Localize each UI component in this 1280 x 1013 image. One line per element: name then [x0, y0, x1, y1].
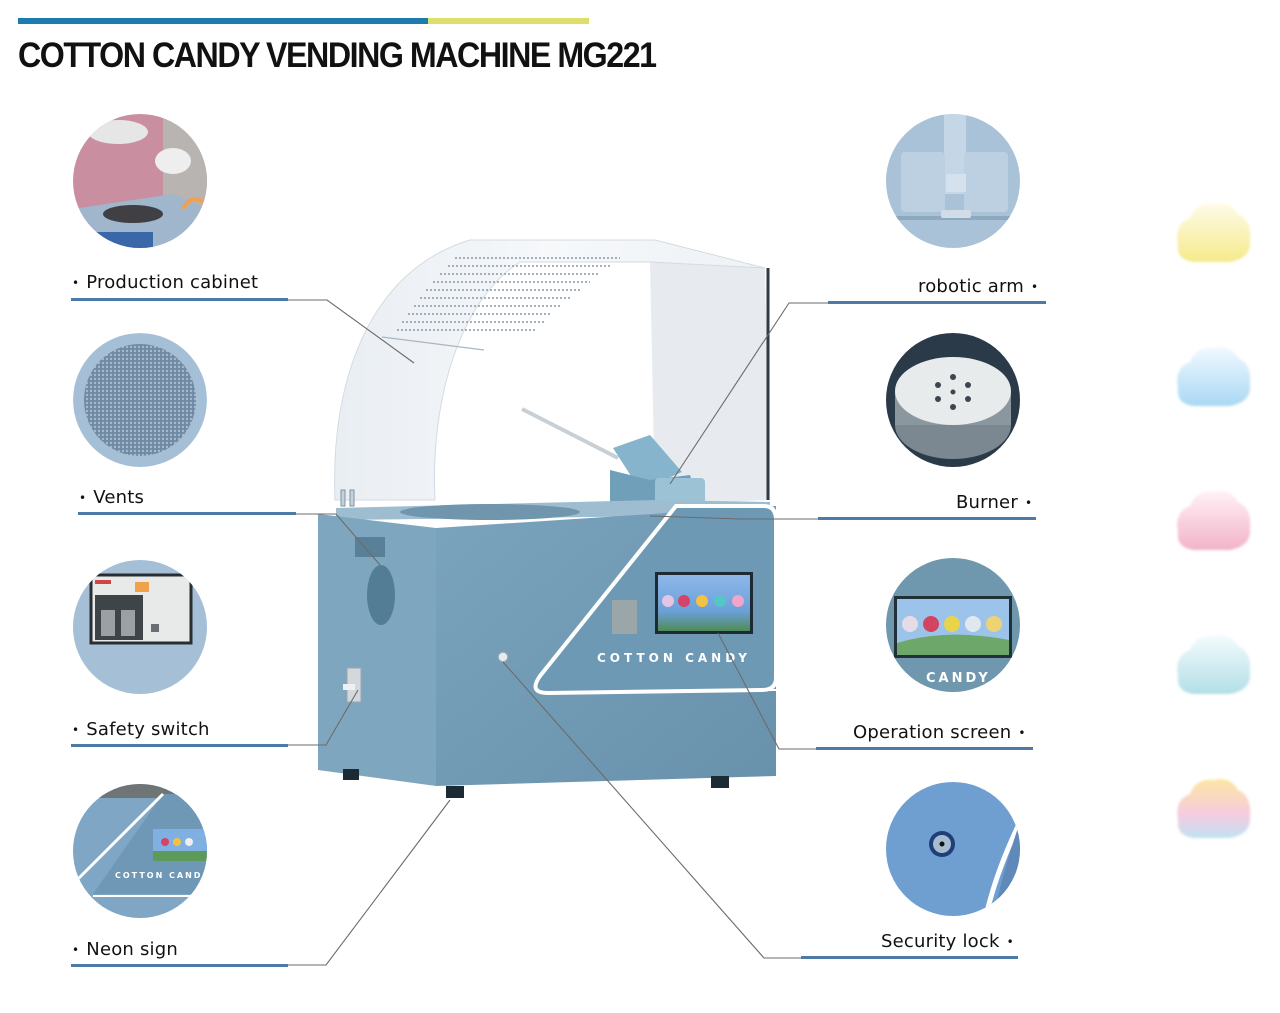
- label-neon-sign: •Neon sign: [72, 939, 178, 960]
- production-cabinet-thumbnail: [73, 114, 207, 248]
- candy-yellow: [1172, 196, 1254, 266]
- underline-security-lock: [801, 956, 1018, 959]
- panel-brand-text: COTTON CANDY: [597, 651, 751, 665]
- operation-inset-text: CANDY: [926, 671, 991, 686]
- thumb-robotic-arm: [886, 114, 1020, 248]
- candy-stick: [521, 407, 619, 460]
- bullet-dot: •: [72, 723, 80, 737]
- label-operation-screen: Operation screen•: [853, 722, 1026, 743]
- underline-safety-switch: [71, 744, 288, 747]
- circuit-breaker-thumbnail: [73, 560, 207, 694]
- underline-neon-sign: [71, 964, 288, 967]
- thumb-burner: [886, 333, 1020, 467]
- label-burner: Burner•: [956, 492, 1033, 513]
- neon-sign-thumbnail: COTTON CAND: [73, 784, 207, 918]
- page-title: COTTON CANDY VENDING MACHINE MG221: [18, 36, 657, 75]
- spinner-bowl-opening: [400, 504, 580, 520]
- curved-glass-dome: [334, 239, 766, 501]
- label-vents: •Vents: [79, 487, 145, 508]
- robotic-arm-thumbnail: [886, 114, 1020, 248]
- side-vent: [367, 565, 395, 625]
- bullet-dot: •: [1006, 935, 1014, 949]
- operation-screen-thumbnail: CANDY: [886, 558, 1020, 692]
- operation-screen: [655, 572, 753, 634]
- burner-thumbnail: [886, 333, 1020, 467]
- candy-pink: [1172, 484, 1254, 554]
- thumb-vents: [73, 333, 207, 467]
- card-reader: [612, 600, 637, 634]
- neon-inset-text: COTTON CAND: [115, 871, 202, 880]
- candy-blue: [1172, 340, 1254, 410]
- accent-bar-blue: [18, 18, 428, 24]
- bullet-dot: •: [72, 276, 80, 290]
- underline-robotic-arm: [828, 301, 1046, 304]
- dome-hinges: [340, 489, 355, 507]
- bullet-dot: •: [1018, 726, 1026, 740]
- accent-bar-yellow: [428, 18, 589, 24]
- vent-grille-thumbnail: [73, 333, 207, 467]
- underline-operation-screen: [816, 747, 1033, 750]
- candy-aqua: [1172, 628, 1254, 698]
- underline-burner: [818, 517, 1036, 520]
- thumb-neon-sign: COTTON CAND: [73, 784, 207, 918]
- side-slot: [355, 537, 385, 557]
- label-robotic-arm: robotic arm•: [918, 276, 1039, 297]
- bullet-dot: •: [1024, 496, 1033, 510]
- underline-production-cabinet: [71, 298, 288, 301]
- security-lock: [497, 651, 509, 663]
- thumb-safety-switch: [73, 560, 207, 694]
- security-lock-thumbnail: [886, 782, 1020, 916]
- bullet-dot: •: [72, 943, 80, 957]
- thumb-production-cabinet: [73, 114, 207, 248]
- bullet-dot: •: [1030, 280, 1039, 294]
- label-security-lock: Security lock•: [881, 931, 1014, 952]
- thumb-security-lock: [886, 782, 1020, 916]
- bullet-dot: •: [79, 491, 87, 505]
- label-safety-switch: •Safety switch: [72, 719, 210, 740]
- label-production-cabinet: •Production cabinet: [72, 272, 259, 293]
- candy-rainbow: [1172, 772, 1254, 842]
- underline-vents: [78, 512, 296, 515]
- thumb-operation-screen: CANDY: [886, 558, 1020, 692]
